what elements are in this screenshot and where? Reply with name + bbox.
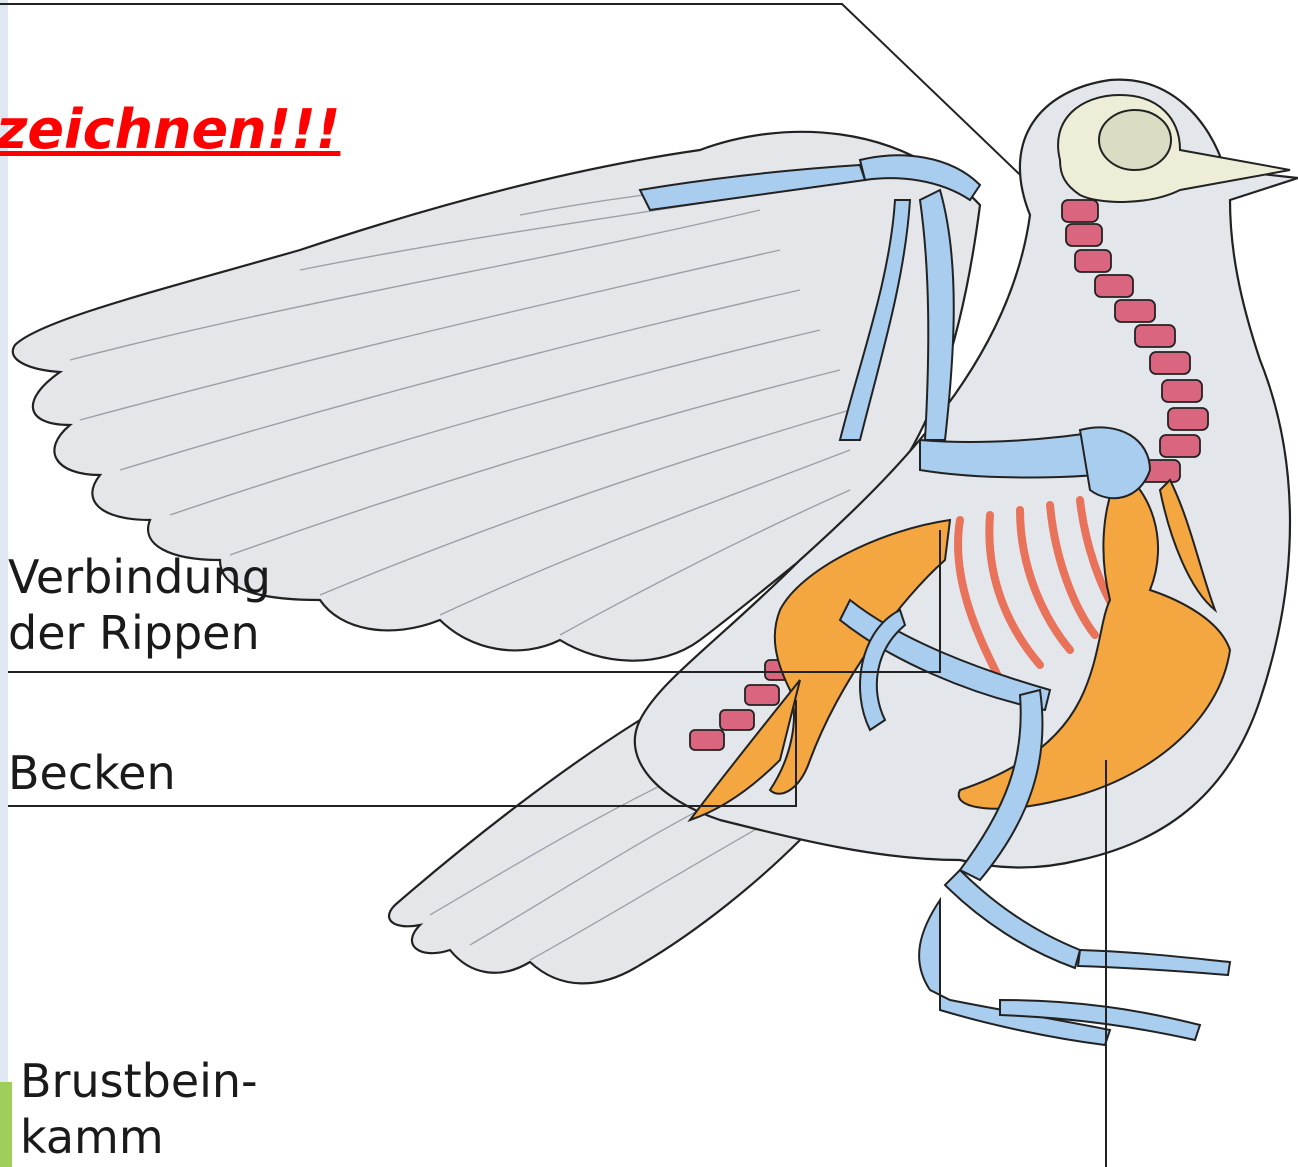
pelvis-label: Becken bbox=[8, 744, 176, 802]
annotation-note: zeichnen!!! bbox=[0, 98, 340, 161]
keel-label-line1: Brustbein- bbox=[20, 1052, 258, 1110]
eye-socket bbox=[1099, 110, 1171, 170]
keel-label-line2: kamm bbox=[20, 1108, 164, 1166]
ribs-label-line2: der Rippen bbox=[8, 604, 260, 662]
ribs-label-line1: Verbindung bbox=[8, 548, 271, 606]
